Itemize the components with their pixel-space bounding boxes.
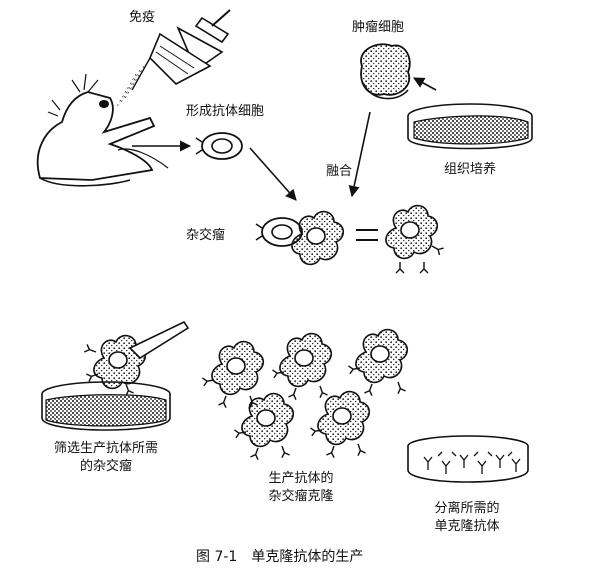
clone-cluster (201, 328, 409, 461)
label-immunize: 免疫 (129, 10, 156, 25)
myeloma-cell (360, 43, 411, 100)
syringe-icon (115, 9, 231, 109)
tissue-culture-dish (407, 103, 533, 150)
hybridoma-cell (385, 204, 445, 274)
label-screen: 筛选生产抗体所需 的杂交瘤 (36, 440, 176, 476)
antibody-cell (195, 132, 243, 160)
hybridoma-pair (255, 210, 345, 266)
label-separate-line2: 单克隆抗体 (434, 519, 500, 534)
label-tissue-culture: 组织培养 (444, 162, 497, 177)
label-antibody-cell: 形成抗体细胞 (186, 104, 265, 119)
label-clone-line2: 杂交瘤克隆 (268, 489, 334, 504)
figure-caption: 图 7-1 单克隆抗体的生产 (196, 549, 364, 565)
label-myeloma: 肿瘤细胞 (352, 20, 405, 35)
antibody-dish (407, 435, 529, 483)
mouse-drawing (36, 73, 169, 187)
label-screen-line2: 的杂交瘤 (79, 459, 132, 474)
label-screen-line1: 筛选生产抗体所需 (53, 441, 158, 456)
screening-dish (41, 320, 190, 431)
label-separate-line1: 分离所需的 (434, 501, 500, 516)
label-hybridoma: 杂交瘤 (186, 228, 226, 243)
label-separate: 分离所需的 单克隆抗体 (412, 500, 522, 536)
label-fusion: 融合 (326, 164, 353, 179)
label-clone-line1: 生产抗体的 (268, 471, 334, 486)
label-clone: 生产抗体的 杂交瘤克隆 (246, 470, 356, 506)
